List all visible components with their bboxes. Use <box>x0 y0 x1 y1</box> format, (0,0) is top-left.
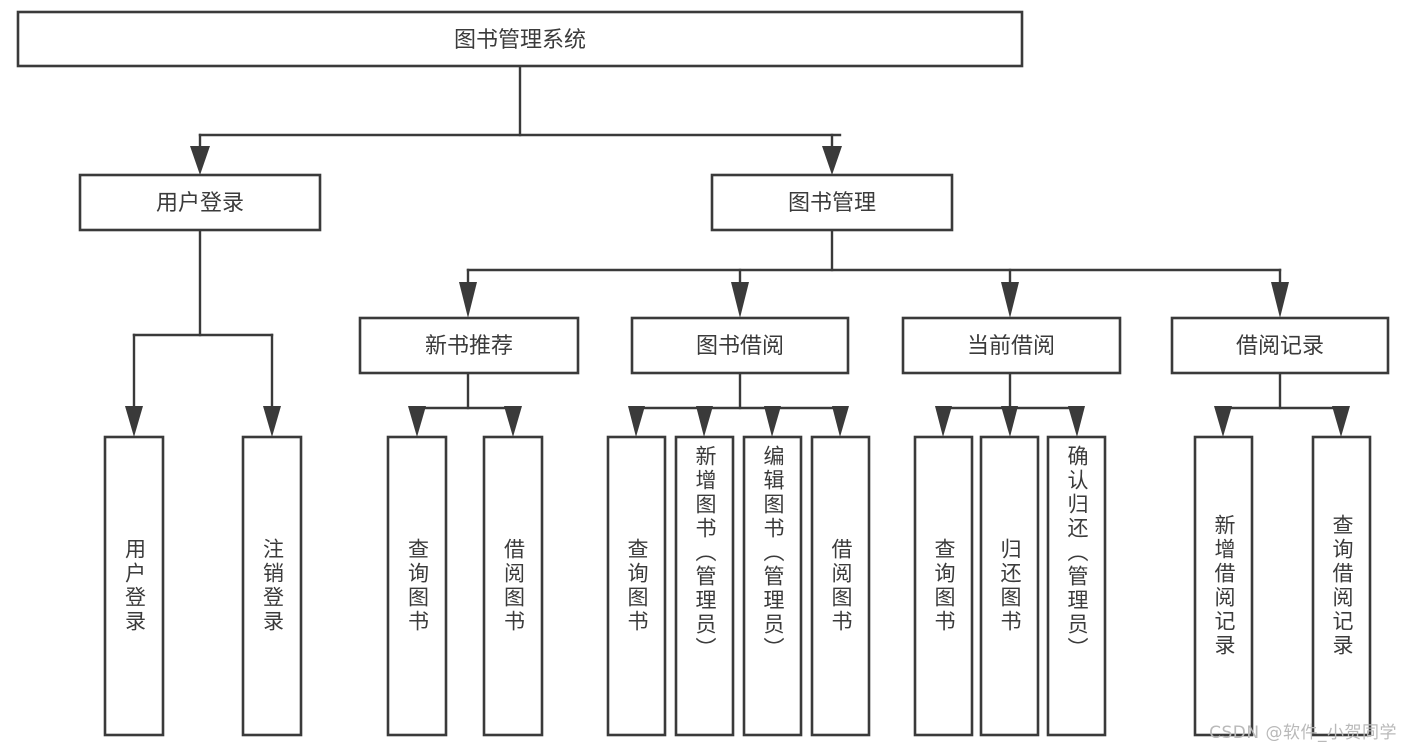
arrow-to-leaf-return-book <box>1001 406 1018 437</box>
leaf-borrow-book-2-box[interactable] <box>810 435 871 737</box>
arrow-to-leaf-user-logout <box>263 406 281 437</box>
node-borrow-record[interactable]: 借阅记录 <box>1170 316 1390 375</box>
arrow-to-leaf-query-book-2 <box>628 406 645 437</box>
arrow-to-leaf-query-book-1 <box>408 406 426 437</box>
leaf-box-layer <box>103 435 1372 737</box>
leaf-query-borrow-record-box[interactable] <box>1311 435 1372 737</box>
arrow-to-book-borrow <box>731 282 749 318</box>
arrow-to-leaf-add-book-admin <box>696 406 713 437</box>
node-new-book-recommend-box[interactable] <box>358 316 580 375</box>
arrow-to-leaf-query-book-3 <box>935 406 952 437</box>
leaf-user-logout-box[interactable] <box>241 435 303 737</box>
node-current-borrow-box[interactable] <box>901 316 1122 375</box>
leaf-query-book-3-box[interactable] <box>913 435 974 737</box>
node-current-borrow[interactable]: 当前借阅 <box>901 316 1122 375</box>
arrow-to-leaf-borrow-book-2 <box>832 406 849 437</box>
node-book-management-box[interactable] <box>710 173 954 232</box>
leaf-return-book-box[interactable] <box>979 435 1040 737</box>
arrow-to-new-book-recommend <box>459 282 477 318</box>
leaf-add-book-admin-box[interactable] <box>674 435 735 737</box>
node-book-borrow[interactable]: 图书借阅 <box>630 316 850 375</box>
leaf-borrow-book-1-box[interactable] <box>482 435 544 737</box>
leaf-query-book-2-box[interactable] <box>606 435 667 737</box>
leaf-edit-book-admin-box[interactable] <box>742 435 803 737</box>
node-user-login-label: 用户登录 <box>156 191 244 216</box>
node-root-box[interactable] <box>16 10 1024 68</box>
node-root-label: 图书管理系统 <box>454 28 586 53</box>
arrow-to-user-login <box>190 146 210 175</box>
node-book-borrow-box[interactable] <box>630 316 850 375</box>
arrow-to-leaf-user-login <box>125 406 143 437</box>
csdn-watermark: CSDN @软件_小贺同学 <box>1209 723 1397 743</box>
leaf-query-book-1-box[interactable] <box>386 435 448 737</box>
node-user-login[interactable]: 用户登录 <box>78 173 322 232</box>
arrow-to-leaf-add-borrow-record <box>1214 406 1232 437</box>
node-user-login-box[interactable] <box>78 173 322 232</box>
node-book-borrow-label: 图书借阅 <box>696 334 784 359</box>
arrow-to-book-management <box>822 146 842 175</box>
node-borrow-record-box[interactable] <box>1170 316 1390 375</box>
node-root[interactable]: 图书管理系统 <box>16 10 1024 68</box>
node-new-book-recommend-label: 新书推荐 <box>425 334 513 359</box>
arrow-to-leaf-confirm-return-admin <box>1068 406 1085 437</box>
node-book-management[interactable]: 图书管理 <box>710 173 954 232</box>
arrow-to-leaf-query-borrow-record <box>1332 406 1350 437</box>
leaf-confirm-return-admin-box[interactable] <box>1046 435 1107 737</box>
node-borrow-record-label: 借阅记录 <box>1236 334 1324 359</box>
leaf-user-login-box[interactable] <box>103 435 165 737</box>
arrow-to-leaf-borrow-book-1 <box>504 406 522 437</box>
node-book-management-label: 图书管理 <box>788 191 876 216</box>
node-current-borrow-label: 当前借阅 <box>967 334 1055 359</box>
leaf-add-borrow-record-box[interactable] <box>1193 435 1254 737</box>
arrow-to-leaf-edit-book-admin <box>764 406 781 437</box>
node-new-book-recommend[interactable]: 新书推荐 <box>358 316 580 375</box>
arrow-to-borrow-record <box>1271 282 1289 318</box>
connector-layer <box>125 64 1350 437</box>
arrow-to-current-borrow <box>1001 282 1019 318</box>
